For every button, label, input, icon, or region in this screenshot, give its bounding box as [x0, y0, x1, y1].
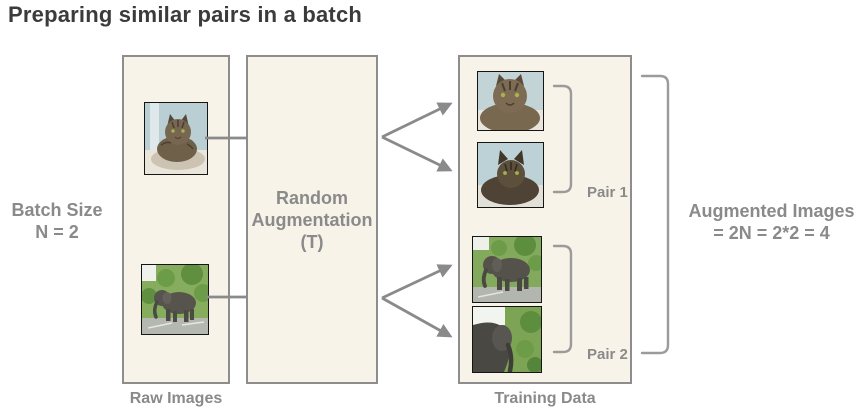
augmented-cat-image-2: [477, 142, 544, 208]
training-data-box: Pair 1 Pair 2: [458, 55, 632, 384]
random-augmentation-box: Random Augmentation (T): [246, 55, 378, 384]
augmented-elephant-image-1: [472, 236, 542, 303]
raw-elephant-image: [141, 264, 209, 335]
page-title: Preparing similar pairs in a batch: [8, 2, 363, 27]
augmented-images-annotation: Augmented Images = 2N = 2*2 = 4: [688, 201, 855, 243]
fan-arrow-elephant-top: [381, 264, 453, 300]
raw-cat-image: [144, 102, 208, 175]
pair-2-label: Pair 2: [587, 346, 628, 363]
raw-images-box: [122, 55, 230, 384]
pair-1-bracket: [552, 84, 573, 194]
augmented-images-bracket: [640, 74, 670, 355]
pair-2-bracket: [552, 244, 573, 354]
batch-size-annotation: Batch Size N = 2: [11, 200, 103, 242]
fan-arrow-cat-bottom: [381, 135, 453, 172]
augmented-cat-image-1: [477, 71, 544, 131]
fan-arrow-cat-top: [381, 102, 453, 139]
pair-1-label: Pair 1: [587, 184, 628, 201]
fan-arrow-elephant-bottom: [381, 296, 453, 338]
augmented-elephant-image-2: [472, 306, 542, 373]
raw-images-caption: Raw Images: [129, 390, 223, 407]
random-augmentation-label: Random Augmentation (T): [251, 187, 373, 252]
training-data-caption: Training Data: [494, 390, 596, 407]
